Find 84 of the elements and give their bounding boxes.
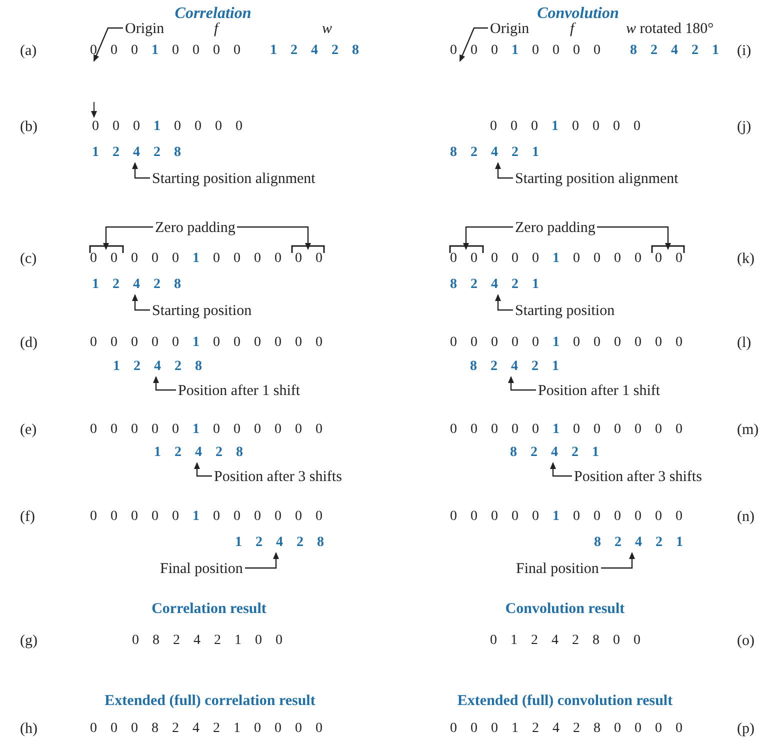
leader-line xyxy=(194,462,212,477)
row-label: (f) xyxy=(20,508,35,526)
annotation-text: Position after 1 shift xyxy=(178,382,300,400)
result-sequence: 0 0 0 8 2 4 2 1 0 0 0 0 xyxy=(90,720,322,738)
sequence: 0 0 0 0 0 1 0 0 0 0 0 0 xyxy=(450,250,682,268)
annotation-text: Position after 1 shift xyxy=(538,382,660,400)
annotation-text: Zero padding xyxy=(515,219,596,237)
row-label: (a) xyxy=(20,42,37,60)
leader-line xyxy=(245,552,279,569)
annotation-text: Starting position xyxy=(515,302,615,320)
row-label: (p) xyxy=(737,720,754,738)
sequence: 0 0 0 0 0 1 0 0 0 0 0 0 xyxy=(450,508,682,526)
kernel-sequence: 8 2 4 2 1 xyxy=(594,534,683,552)
leader-line xyxy=(597,226,671,250)
leader-line xyxy=(463,226,513,250)
result-heading: Correlation result xyxy=(152,600,266,618)
column-heading: Convolution xyxy=(537,5,619,22)
row-label: (l) xyxy=(737,334,752,352)
leader-line xyxy=(459,27,488,62)
leader-line xyxy=(508,376,536,391)
annotation-text: Final position xyxy=(160,560,243,578)
leader-line xyxy=(132,294,150,311)
annotation-text: Final position xyxy=(516,560,599,578)
sequence: 0 0 0 1 0 0 0 0 xyxy=(92,118,242,136)
annotation-text: Zero padding xyxy=(155,219,236,237)
kernel-sequence: 8 2 4 2 1 xyxy=(470,358,559,376)
kernel-sequence: 8 2 4 2 1 xyxy=(450,276,539,294)
sequence: 0 0 0 0 0 1 0 0 0 0 0 0 xyxy=(450,334,682,352)
leader-line xyxy=(495,162,513,179)
annotation-text: Starting position alignment xyxy=(515,170,678,188)
row-label: (o) xyxy=(737,632,754,650)
sequence: 0 0 0 0 0 1 0 0 0 0 0 0 xyxy=(90,334,322,352)
leader-line xyxy=(495,294,513,311)
leader-line xyxy=(153,376,176,391)
kernel-sequence: 1 2 4 2 8 xyxy=(154,444,243,462)
leader-line xyxy=(103,226,153,250)
result-sequence: 0 1 2 4 2 8 0 0 xyxy=(490,632,640,650)
leader-line xyxy=(237,226,311,250)
annotation-text: Position after 3 shifts xyxy=(214,468,342,486)
leader-line xyxy=(550,462,572,477)
sequence: 0 0 0 1 0 0 0 0 xyxy=(90,42,240,60)
kernel-sequence: 1 2 4 2 8 xyxy=(92,276,181,294)
row-label: (c) xyxy=(20,250,37,268)
annotation-text: Starting position alignment xyxy=(152,170,316,188)
result-heading: Convolution result xyxy=(505,600,625,618)
row-label: (n) xyxy=(737,508,754,526)
kernel-sequence: 1 2 4 2 8 xyxy=(235,534,324,552)
variable-label: w rotated 180° xyxy=(626,20,714,38)
result-sequence: 0 8 2 4 2 1 0 0 xyxy=(132,632,282,650)
column-heading: Correlation xyxy=(174,5,252,22)
row-label: (m) xyxy=(737,421,759,439)
kernel-sequence: 1 2 4 2 8 xyxy=(270,42,359,60)
annotation-text: Origin xyxy=(125,20,164,38)
row-label: (i) xyxy=(737,42,752,60)
variable-label: f xyxy=(214,20,218,38)
leader-line xyxy=(132,162,150,179)
sequence: 0 0 0 0 0 1 0 0 0 0 0 0 xyxy=(90,508,322,526)
result-sequence: 0 0 0 1 2 4 2 8 0 0 0 0 xyxy=(450,720,682,738)
result-heading: Extended (full) convolution result xyxy=(457,692,673,710)
variable-label: f xyxy=(570,20,574,38)
kernel-sequence: 1 2 4 2 8 xyxy=(92,144,181,162)
variable-label: w xyxy=(322,20,332,38)
sequence: 0 0 0 0 0 1 0 0 0 0 0 0 xyxy=(450,421,682,439)
kernel-sequence: 1 2 4 2 8 xyxy=(113,358,202,376)
leader-line xyxy=(93,27,123,62)
kernel-sequence: 8 2 4 2 1 xyxy=(630,42,719,60)
row-label: (b) xyxy=(20,118,38,136)
sequence: 0 0 0 0 0 1 0 0 0 0 0 0 xyxy=(90,250,322,268)
row-label: (e) xyxy=(20,421,37,439)
row-label: (j) xyxy=(737,118,752,136)
sequence: 0 0 0 1 0 0 0 0 xyxy=(450,42,600,60)
annotation-text: Position after 3 shifts xyxy=(574,468,702,486)
kernel-sequence: 8 2 4 2 1 xyxy=(450,144,539,162)
annotation-text: Starting position xyxy=(152,302,252,320)
sequence: 0 0 0 1 0 0 0 0 xyxy=(490,118,640,136)
sequence: 0 0 0 0 0 1 0 0 0 0 0 0 xyxy=(90,421,322,439)
leader-line xyxy=(601,552,635,569)
annotation-text: Origin xyxy=(490,20,530,38)
row-label: (h) xyxy=(20,720,38,738)
row-label: (g) xyxy=(20,632,38,650)
row-label: (d) xyxy=(20,334,38,352)
kernel-sequence: 8 2 4 2 1 xyxy=(510,444,599,462)
row-label: (k) xyxy=(737,250,754,268)
result-heading: Extended (full) correlation result xyxy=(104,692,316,710)
